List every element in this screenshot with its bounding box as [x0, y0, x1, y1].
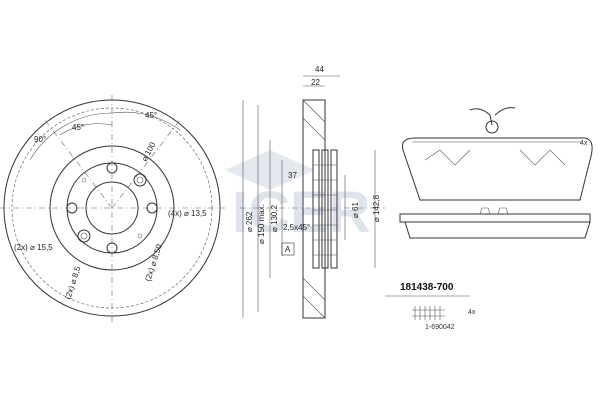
disc-front-view: 90° 45° 45° ⌀ 100 (4x) ⌀ 13,5 (2x) ⌀ 15,… — [0, 95, 225, 322]
angle-90-label: 90° — [34, 135, 46, 144]
angle-45-left-label: 45° — [72, 123, 84, 132]
accessory-qty: 4x — [468, 309, 476, 316]
dim-d150: ⌀ 150 max. — [257, 204, 266, 244]
angle-45-right-label: 45° — [145, 111, 157, 120]
dim-holes-4x: (4x) ⌀ 13,5 — [168, 209, 207, 218]
dim-d61: ⌀ 61 — [351, 202, 360, 218]
dim-d1428: ⌀ 142,8 — [372, 194, 381, 222]
watermark-text: ICER — [232, 180, 371, 245]
disc-side-view: 44 22 ⌀ 262 ⌀ 150 max. ⌀ 130,2 ⌀ 61 ⌀ 14… — [240, 65, 385, 319]
dim-d1302: ⌀ 130,2 — [270, 204, 279, 232]
view-label-a: A — [285, 245, 291, 254]
dim-d85: (2x) ⌀ 8,5 — [63, 265, 82, 301]
part-info: 181438-700 4x 1-690042 — [385, 282, 476, 331]
dim-d262: ⌀ 262 — [245, 211, 254, 232]
accessory-code: 1-690042 — [425, 324, 455, 331]
dim-w44: 44 — [315, 65, 324, 74]
dim-d850: (2x) ⌀ 8,50 — [143, 243, 164, 283]
watermark-logo: ICER — [225, 150, 371, 245]
pads-qty: 4x — [580, 140, 588, 147]
dim-holes-2x: (2x) ⌀ 15,5 — [14, 243, 53, 252]
dim-w22: 22 — [311, 78, 320, 87]
dim-d100: ⌀ 100 — [140, 140, 158, 163]
dim-37: 37 — [288, 171, 297, 180]
dim-chamfer: 2,5x45° — [283, 223, 310, 232]
brake-pads: 4x — [399, 107, 593, 239]
part-number: 181438-700 — [400, 282, 454, 293]
